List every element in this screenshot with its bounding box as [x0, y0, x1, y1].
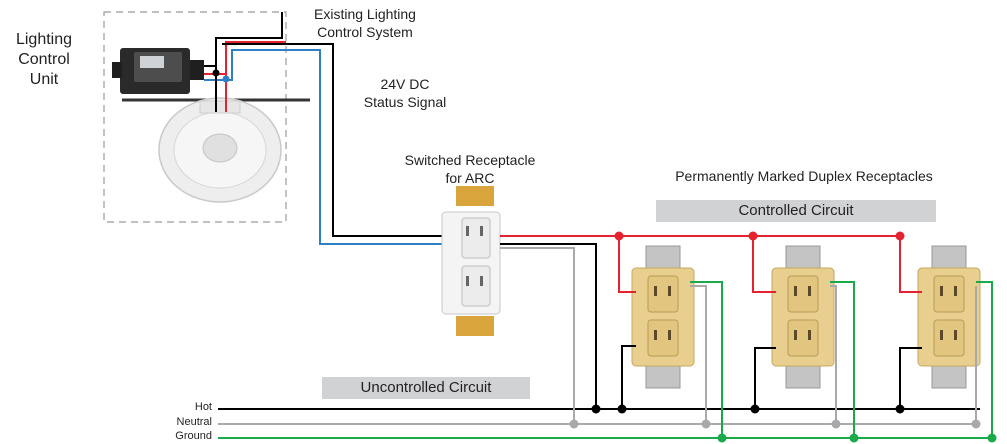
ceiling-sensor-icon [158, 97, 282, 203]
hot-junction [212, 69, 220, 77]
ivory-receptacle-icon [917, 245, 981, 389]
ground-node-3 [987, 433, 997, 443]
existing-system-label: Existing Lighting Control System [314, 6, 416, 40]
duplex-receptacles-title: Permanently Marked Duplex Receptacles [675, 168, 933, 184]
status-signal-label: 24V DC Status Signal [363, 76, 447, 110]
ground-node-2 [849, 433, 859, 443]
existing-system-enclosure [103, 11, 287, 223]
signal-junction [222, 75, 230, 83]
controlled-circuit-band: Controlled Circuit [656, 200, 936, 222]
receptacle-2-wires [752, 236, 855, 438]
uncontrolled-circuit-band: Uncontrolled Circuit [322, 377, 530, 399]
hot-node-switched [591, 404, 601, 414]
hot-node-2 [750, 404, 760, 414]
ivory-receptacle-icon [631, 245, 695, 389]
hot-to-switched-receptacle [222, 43, 450, 237]
neutral-wire-label: Neutral [176, 416, 212, 428]
neutral-node-3 [971, 419, 981, 429]
lighting-control-unit-label: Lighting Control Unit [15, 31, 73, 88]
hot-node-3 [895, 404, 905, 414]
receptacle-1-wires [618, 236, 723, 438]
neutral-node-1 [701, 419, 711, 429]
white-receptacle-icon [441, 186, 501, 336]
hot-node-1 [617, 404, 627, 414]
ground-wire-label: Ground [175, 430, 212, 442]
ground-node-1 [717, 433, 727, 443]
power-pack-icon [112, 48, 204, 94]
controlled-node-3 [895, 231, 905, 241]
neutral-node-2 [831, 419, 841, 429]
hot-wire-label: Hot [194, 401, 212, 413]
receptacle-3-wires [899, 236, 993, 438]
switched-neutral [500, 247, 575, 424]
controlled-node-1 [614, 231, 624, 241]
ivory-receptacle-icon [771, 245, 835, 389]
neutral-node-switched [569, 419, 579, 429]
switched-receptacle-label: Switched Receptacle for ARC [404, 152, 536, 186]
switched-hot [500, 243, 597, 409]
controlled-node-2 [748, 231, 758, 241]
